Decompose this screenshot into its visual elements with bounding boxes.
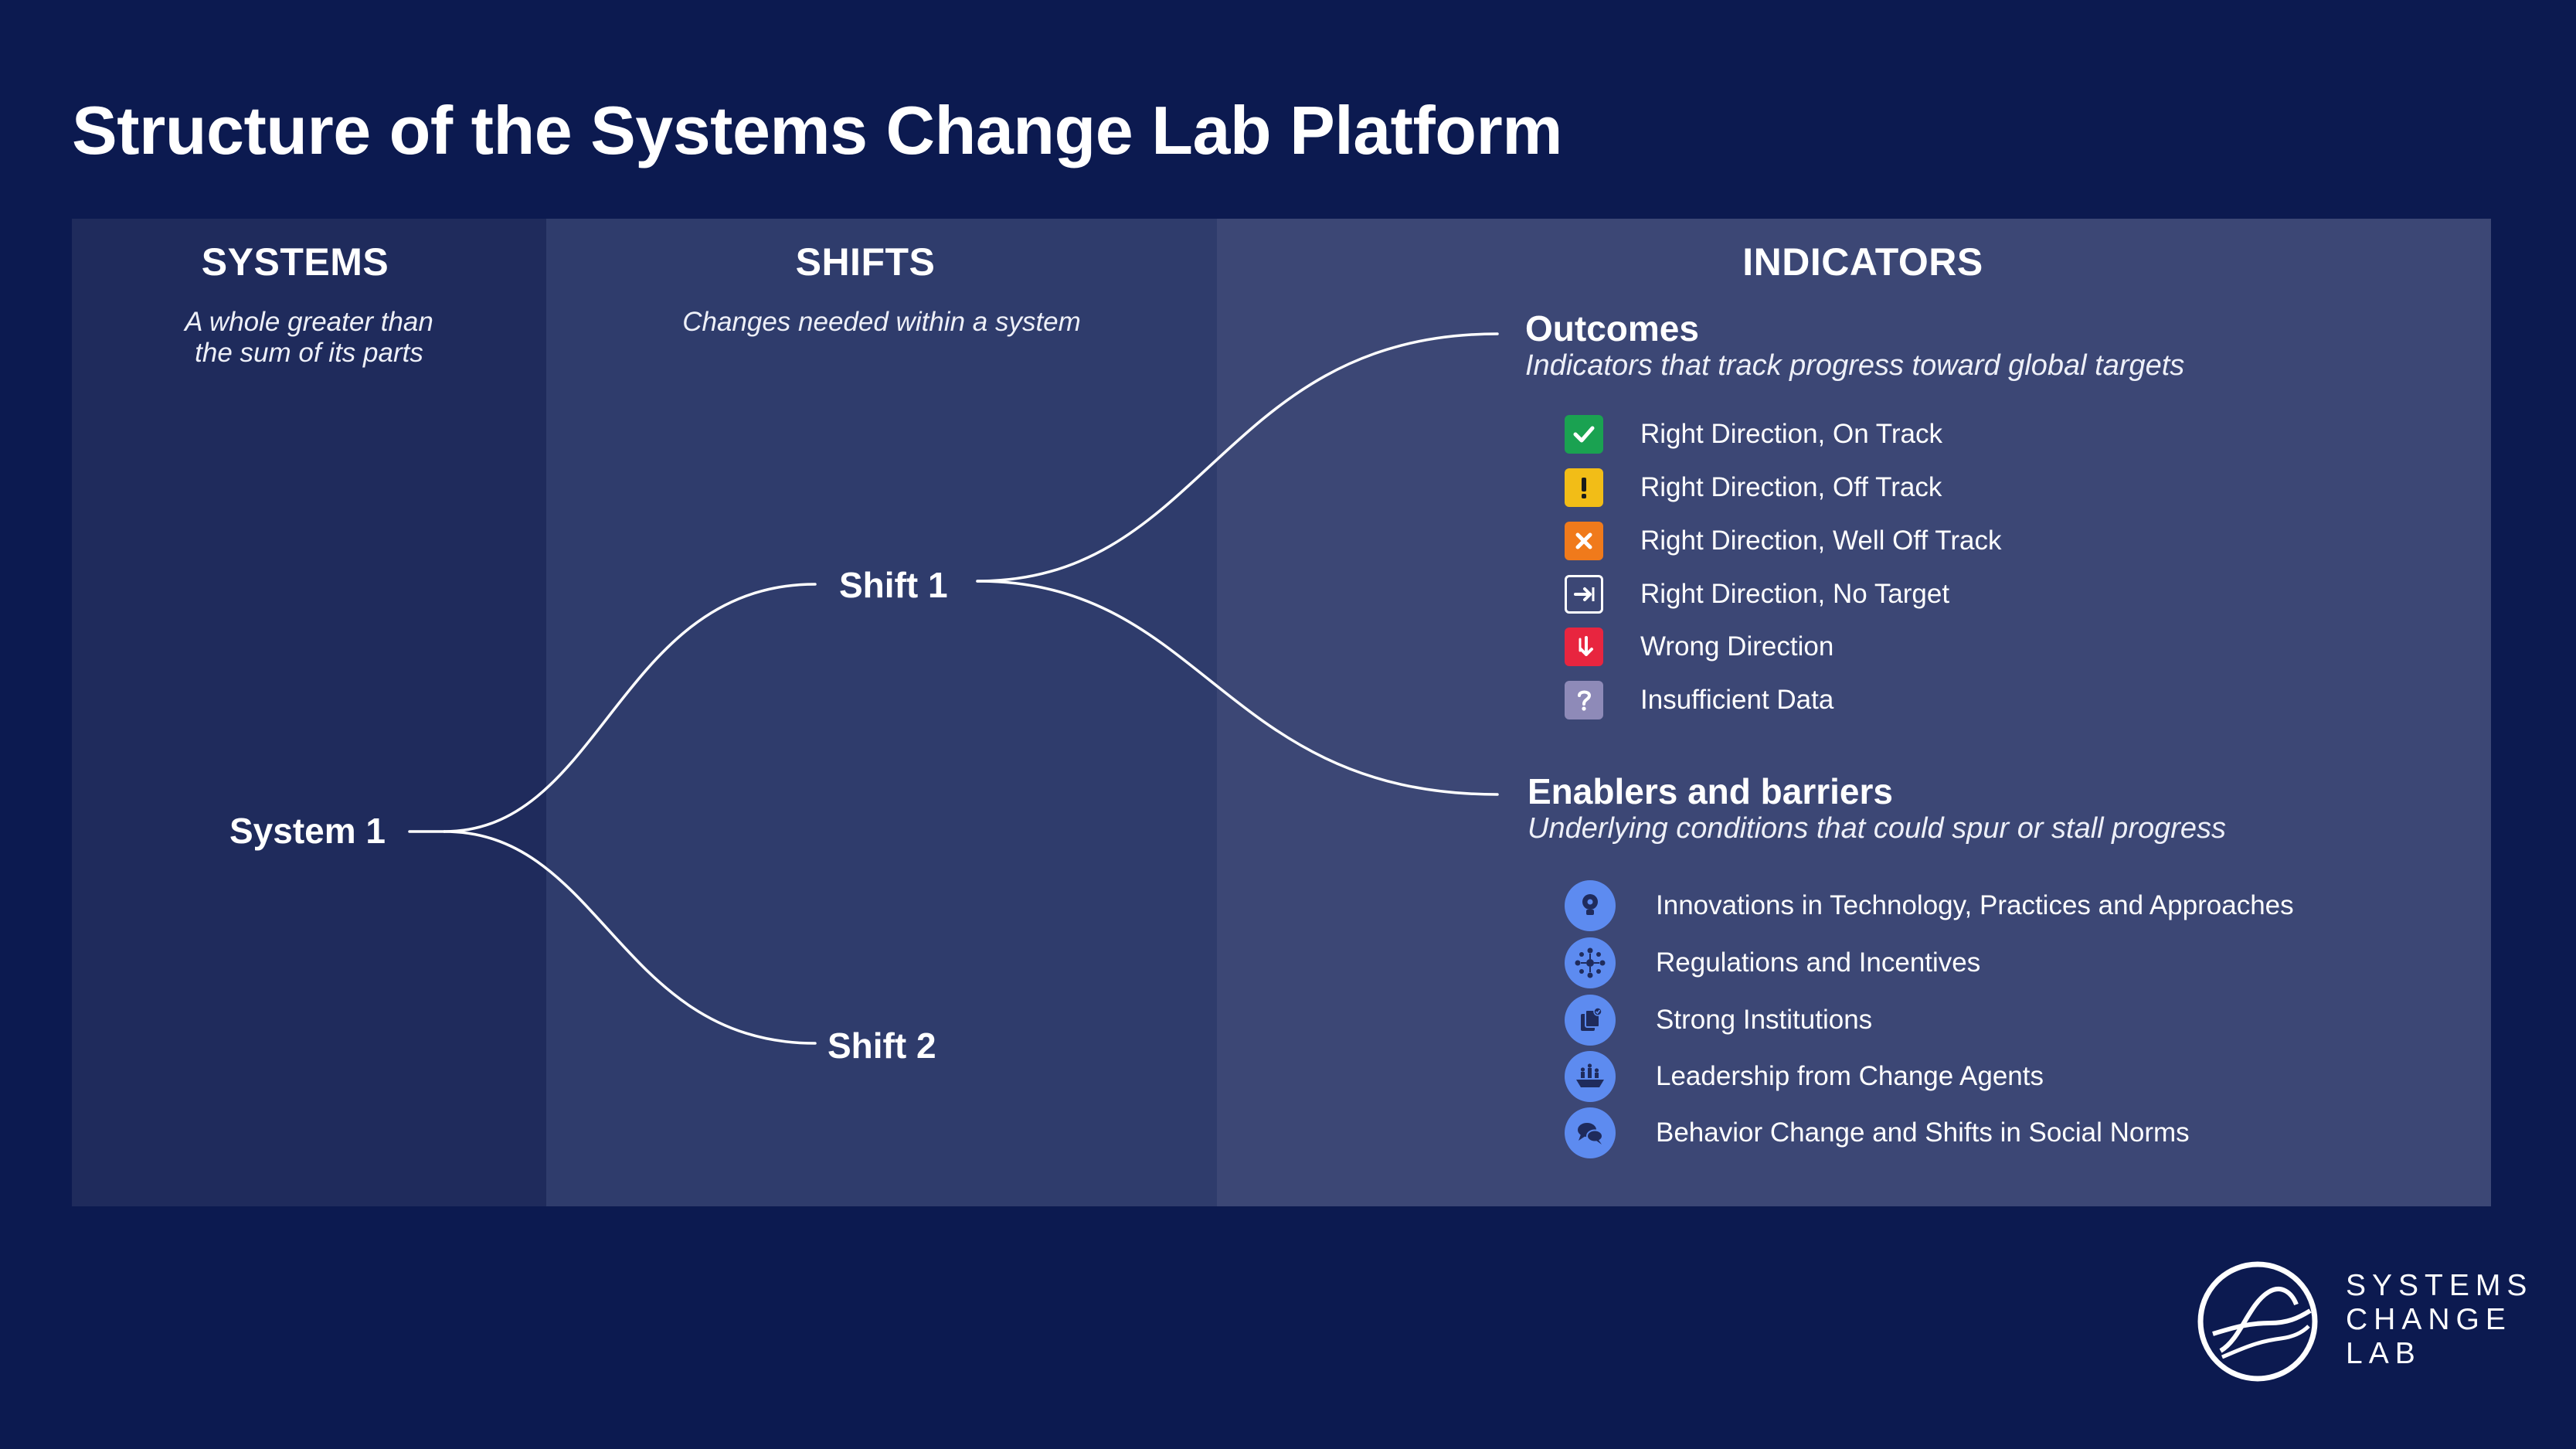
- lightbulb-icon: [1565, 880, 1616, 931]
- systems-subtitle-line1: A whole greater than: [185, 307, 433, 337]
- outcome-item-label: Wrong Direction: [1640, 631, 1834, 662]
- exclamation-icon: [1565, 468, 1603, 507]
- enablers-heading: Enablers and barriers: [1528, 771, 1893, 811]
- outcome-item-off-track: Right Direction, Off Track: [1565, 468, 1942, 507]
- outcomes-heading: Outcomes: [1525, 308, 1699, 349]
- enabler-item-regulations: Regulations and Incentives: [1565, 937, 1980, 988]
- shifts-heading: SHIFTS: [795, 240, 936, 284]
- outcome-item-insufficient-data: Insufficient Data: [1565, 681, 1833, 719]
- arrow-right-icon: [1565, 575, 1603, 614]
- boat-icon: [1565, 1051, 1616, 1102]
- enabler-item-leadership: Leadership from Change Agents: [1565, 1051, 2044, 1102]
- shift1-node: Shift 1: [839, 565, 948, 605]
- systems-subtitle: A whole greater than the sum of its part…: [72, 307, 546, 369]
- outcome-item-label: Right Direction, On Track: [1640, 419, 1942, 449]
- systems-change-lab-logo-icon: [2197, 1261, 2318, 1382]
- systems-heading: SYSTEMS: [201, 240, 389, 284]
- enabler-item-label: Strong Institutions: [1656, 1005, 1873, 1035]
- question-icon: [1565, 681, 1603, 719]
- connector-system-shift2: [443, 830, 817, 1045]
- enabler-item-institutions: Strong Institutions: [1565, 995, 1872, 1046]
- connector-shift1-enablers: [976, 580, 1499, 796]
- chat-bubbles-icon: [1565, 1107, 1616, 1158]
- enabler-item-label: Regulations and Incentives: [1656, 947, 1981, 978]
- enabler-item-label: Innovations in Technology, Practices and…: [1656, 890, 2294, 920]
- shifts-panel: [546, 219, 1217, 1206]
- outcome-item-label: Right Direction, Well Off Track: [1640, 526, 2002, 556]
- outcome-item-label: Right Direction, Off Track: [1640, 472, 1942, 502]
- outcome-item-no-target: Right Direction, No Target: [1565, 575, 1949, 614]
- system-node: System 1: [229, 811, 386, 851]
- logo-line-1: SYSTEMS: [2346, 1269, 2534, 1302]
- enabler-item-label: Leadership from Change Agents: [1656, 1061, 2044, 1091]
- shifts-subtitle: Changes needed within a system: [682, 307, 1081, 337]
- network-icon: [1565, 937, 1616, 988]
- enabler-item-innovations: Innovations in Technology, Practices and…: [1565, 880, 2294, 931]
- arrow-down-icon: [1565, 628, 1603, 666]
- x-icon: [1565, 522, 1603, 560]
- enablers-subtitle: Underlying conditions that could spur or…: [1528, 812, 2227, 845]
- systems-panel: [72, 219, 546, 1206]
- connector-shift1-outcomes: [976, 332, 1499, 583]
- logo-line-2: CHANGE: [2346, 1303, 2512, 1336]
- connector-system-shift1: [443, 583, 817, 833]
- logo-line-3: LAB: [2346, 1337, 2421, 1370]
- indicators-heading: INDICATORS: [1742, 240, 1983, 284]
- shift2-node: Shift 2: [828, 1026, 936, 1066]
- logo-wordmark: SYSTEMS CHANGE LAB: [2346, 1269, 2533, 1371]
- outcomes-subtitle: Indicators that track progress toward gl…: [1525, 349, 2185, 382]
- documents-icon: [1565, 995, 1616, 1046]
- outcome-item-label: Right Direction, No Target: [1640, 579, 1950, 609]
- page-title: Structure of the Systems Change Lab Plat…: [72, 92, 1563, 168]
- systems-subtitle-line2: the sum of its parts: [195, 338, 423, 368]
- check-icon: [1565, 415, 1603, 454]
- outcome-item-label: Insufficient Data: [1640, 685, 1834, 715]
- indicators-panel: [1217, 219, 2491, 1206]
- outcome-item-well-off-track: Right Direction, Well Off Track: [1565, 522, 2001, 560]
- outcome-item-on-track: Right Direction, On Track: [1565, 415, 1942, 454]
- enabler-item-label: Behavior Change and Shifts in Social Nor…: [1656, 1117, 2190, 1148]
- outcome-item-wrong-direction: Wrong Direction: [1565, 628, 1833, 666]
- enabler-item-behavior: Behavior Change and Shifts in Social Nor…: [1565, 1107, 2190, 1158]
